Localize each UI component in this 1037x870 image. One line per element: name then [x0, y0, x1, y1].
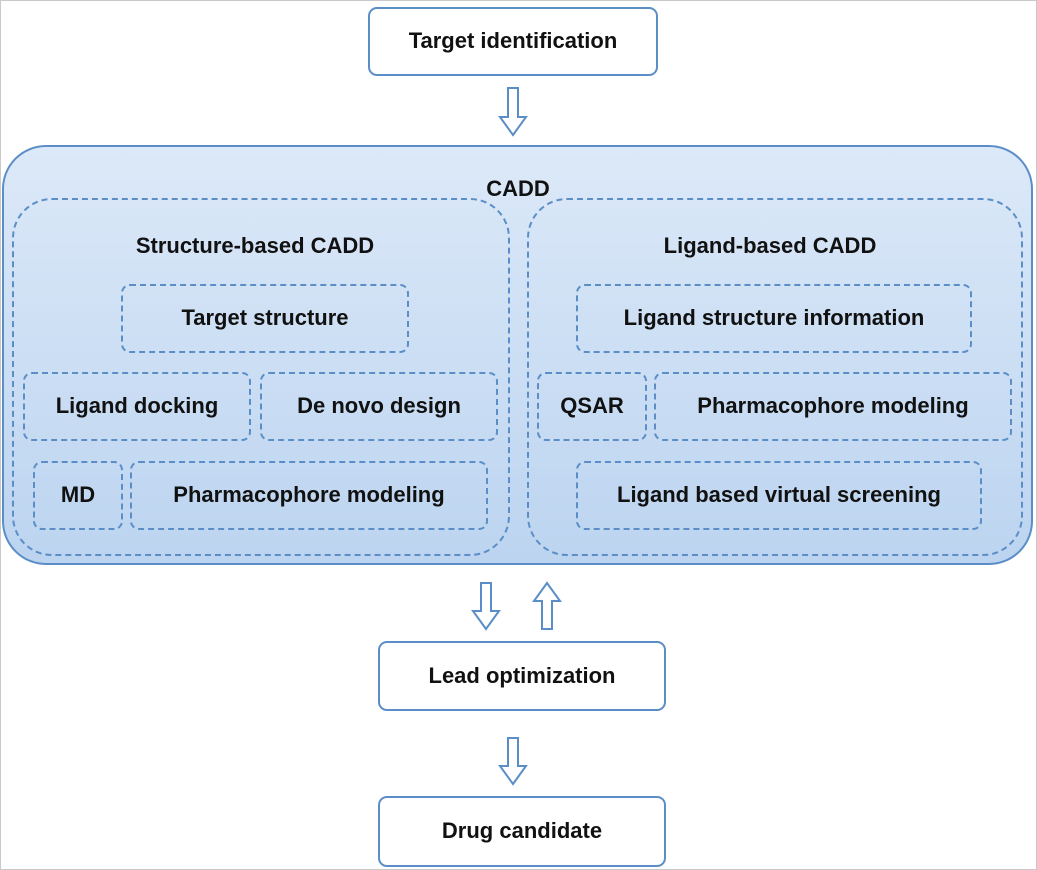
target-structure-box: Target structure — [121, 284, 409, 353]
ligand-based-title: Ligand-based CADD — [663, 233, 877, 258]
ligand-pharmacophore-modeling-box: Pharmacophore modeling — [654, 372, 1012, 441]
de-novo-design-box: De novo design — [260, 372, 498, 441]
drug-candidate-box: Drug candidate — [378, 796, 666, 867]
lead-optimization-box: Lead optimization — [378, 641, 666, 711]
ligand-pharmacophore-modeling-label: Pharmacophore modeling — [697, 393, 969, 419]
de-novo-design-label: De novo design — [297, 393, 461, 419]
ligand-based-group — [527, 198, 1023, 556]
arrow-down-icon — [498, 87, 528, 137]
target-identification-box: Target identification — [368, 7, 658, 76]
md-label: MD — [60, 482, 96, 508]
structure-pharmacophore-modeling-label: Pharmacophore modeling — [173, 482, 445, 508]
ligand-structure-information-box: Ligand structure information — [576, 284, 972, 353]
arrow-down-icon — [498, 737, 528, 786]
drug-candidate-label: Drug candidate — [441, 818, 603, 844]
target-identification-label: Target identification — [408, 28, 618, 54]
structure-pharmacophore-modeling-box: Pharmacophore modeling — [130, 461, 488, 530]
cadd-title: CADD — [486, 176, 550, 201]
cadd-container — [2, 145, 1033, 565]
lead-optimization-label: Lead optimization — [428, 662, 616, 688]
ligand-based-virtual-screening-box: Ligand based virtual screening — [576, 461, 982, 530]
structure-based-title: Structure-based CADD — [135, 233, 375, 258]
arrow-down-icon — [471, 582, 501, 631]
qsar-label: QSAR — [560, 393, 624, 419]
target-structure-label: Target structure — [181, 305, 349, 331]
ligand-structure-information-label: Ligand structure information — [623, 305, 925, 331]
structure-based-group — [12, 198, 510, 556]
ligand-docking-label: Ligand docking — [55, 393, 219, 419]
md-box: MD — [33, 461, 123, 530]
qsar-box: QSAR — [537, 372, 647, 441]
arrow-up-icon — [532, 581, 562, 630]
ligand-docking-box: Ligand docking — [23, 372, 251, 441]
ligand-based-virtual-screening-label: Ligand based virtual screening — [617, 482, 941, 508]
